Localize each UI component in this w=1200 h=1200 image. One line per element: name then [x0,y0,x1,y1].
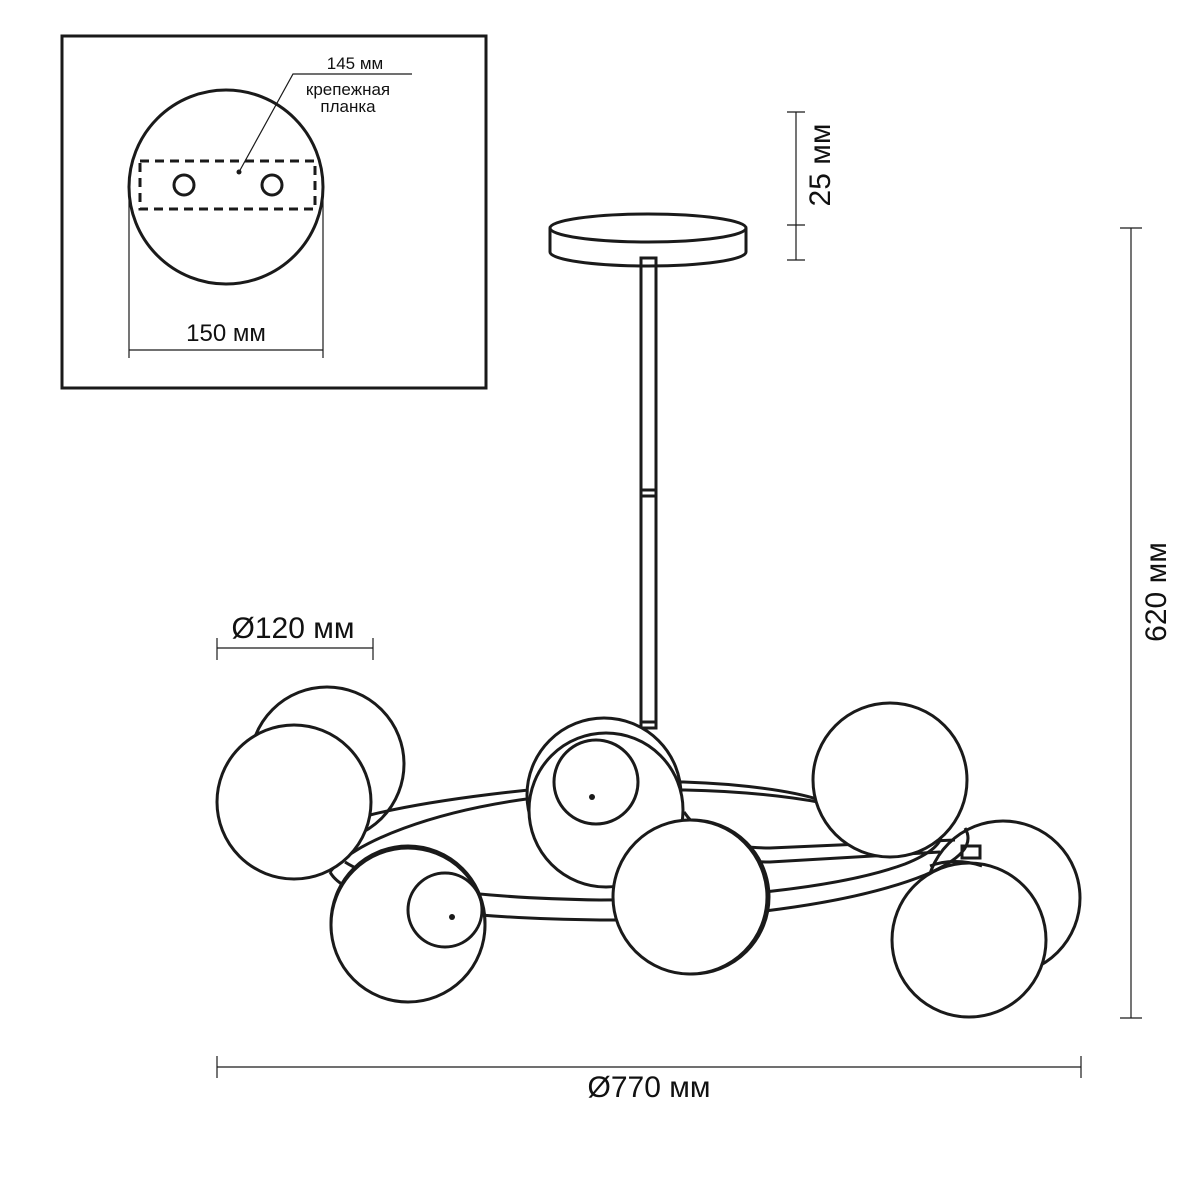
shade-diameter-label: Ø120 мм [232,612,355,645]
globe-bottom-left [329,846,487,1004]
socket-right [929,860,983,868]
canopy-circle [127,88,325,286]
rod-lower [639,494,658,724]
globe-bottom-center [611,818,769,976]
mounting-hole-right [260,173,284,197]
plate-name-line2: планка [320,97,376,116]
rod-upper [639,256,658,492]
canopy-top-ellipse [548,212,748,244]
mounting-plate-outline [138,159,317,211]
plate-width-label: 145 мм [327,54,383,73]
canopy-top-view-inset: 145 мм крепежная планка 150 мм [60,34,488,390]
plate-name-line1: крепежная [306,80,390,99]
globe-front-left [215,723,373,881]
globe-center-inner [552,738,640,826]
dimension-canopy-height: 25 мм [787,111,837,261]
canopy-body [548,228,748,268]
inset-frame [60,34,488,390]
globe-holder-right [960,844,982,860]
suspension-rod [639,256,658,730]
dimension-shade-diameter: Ø120 мм [216,612,374,660]
socket-dot-left [449,914,455,920]
globe-bottom-left-inner [406,871,484,949]
total-height-label: 620 мм [1140,542,1173,642]
total-diameter-label: Ø770 мм [588,1071,711,1104]
globe-bottom-right [890,861,1048,1019]
dimension-total-diameter: Ø770 мм [216,1056,1082,1104]
socket-dot-center [589,794,595,800]
plate-leader-line [238,73,412,173]
canopy-side-view [548,212,748,268]
rod-end-cap [639,720,658,730]
canopy-diameter-label: 150 мм [186,320,266,347]
mounting-hole-left [172,173,196,197]
front-globes [215,701,1048,1019]
dimension-total-height: 620 мм [1120,227,1173,1019]
globe-right-top [811,701,969,859]
canopy-height-label: 25 мм [804,124,837,207]
